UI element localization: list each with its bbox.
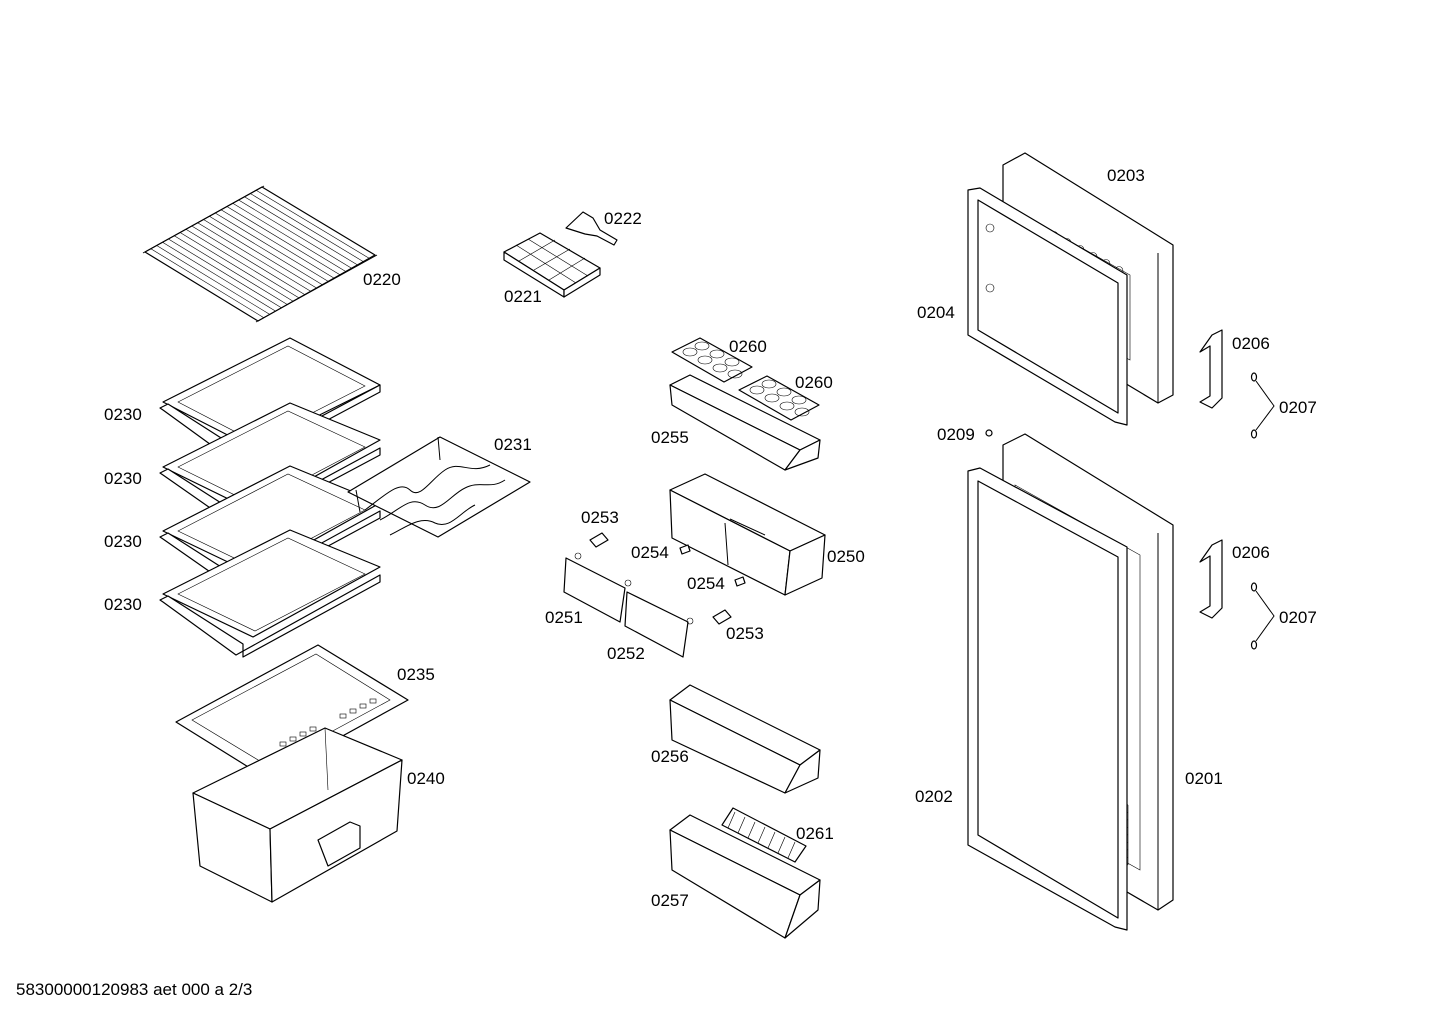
label-0256: 0256 <box>651 747 689 766</box>
clip-0253a <box>589 532 609 548</box>
ice-tray-0221 <box>503 232 601 298</box>
label-0253b: 0253 <box>726 624 764 643</box>
door-shelf-0256 <box>669 684 821 794</box>
document-footer-id: 58300000120983 aet 000 a 2/3 <box>16 980 253 999</box>
label-0261: 0261 <box>796 824 834 843</box>
label-0257: 0257 <box>651 891 689 910</box>
label-0221: 0221 <box>504 287 542 306</box>
label-0253a: 0253 <box>581 508 619 527</box>
part-labels: 0203 0222 0220 0221 0204 0206 0260 0260 … <box>104 166 1317 910</box>
label-0250: 0250 <box>827 547 865 566</box>
label-0231: 0231 <box>494 435 532 454</box>
door-shelf-0257 <box>669 814 821 939</box>
screw-0209 <box>985 429 993 437</box>
label-0260b: 0260 <box>795 373 833 392</box>
clip-0253b <box>712 609 732 625</box>
label-0222: 0222 <box>604 209 642 228</box>
pin-0254a <box>679 544 691 555</box>
bottle-rack-0231 <box>347 436 531 538</box>
glass-shelves-0230 <box>159 337 381 658</box>
label-0254b: 0254 <box>687 574 725 593</box>
door-shelf-0250 <box>669 473 826 596</box>
flap-0251 <box>563 552 632 623</box>
pin-0254b <box>734 576 746 587</box>
label-0252: 0252 <box>607 644 645 663</box>
hinge-0206a <box>1199 329 1223 409</box>
label-0230a: 0230 <box>104 405 142 424</box>
label-0203: 0203 <box>1107 166 1145 185</box>
label-0204: 0204 <box>917 303 955 322</box>
label-0207a: 0207 <box>1279 398 1317 417</box>
label-0230b: 0230 <box>104 469 142 488</box>
freezer-gasket-0204 <box>967 187 1128 426</box>
hinge-0206b <box>1199 539 1223 619</box>
label-0209: 0209 <box>937 425 975 444</box>
label-0260a: 0260 <box>729 337 767 356</box>
label-0201: 0201 <box>1185 769 1223 788</box>
wire-shelf-0220 <box>142 185 378 323</box>
egg-tray-0260b <box>738 375 820 421</box>
label-0255: 0255 <box>651 428 689 447</box>
glass-shelf-4 <box>159 529 381 658</box>
label-0206a: 0206 <box>1232 334 1270 353</box>
crisper-drawer-0240 <box>192 727 403 903</box>
washers-0207 <box>1250 372 1275 650</box>
bottle-divider-0261 <box>721 807 807 863</box>
door-shelf-0255 <box>669 374 821 471</box>
label-0230c: 0230 <box>104 532 142 551</box>
flap-0252 <box>624 591 694 658</box>
label-0230d: 0230 <box>104 595 142 614</box>
egg-tray-0260a <box>671 337 753 383</box>
label-0240: 0240 <box>407 769 445 788</box>
crisper-lid-0235 <box>175 644 409 779</box>
label-0251: 0251 <box>545 608 583 627</box>
fridge-gasket-0202 <box>967 467 1128 931</box>
label-0206b: 0206 <box>1232 543 1270 562</box>
ice-scraper-0222 <box>565 211 618 246</box>
label-0202: 0202 <box>915 787 953 806</box>
label-0254a: 0254 <box>631 543 669 562</box>
label-0220: 0220 <box>363 270 401 289</box>
label-0235: 0235 <box>397 665 435 684</box>
label-0207b: 0207 <box>1279 608 1317 627</box>
